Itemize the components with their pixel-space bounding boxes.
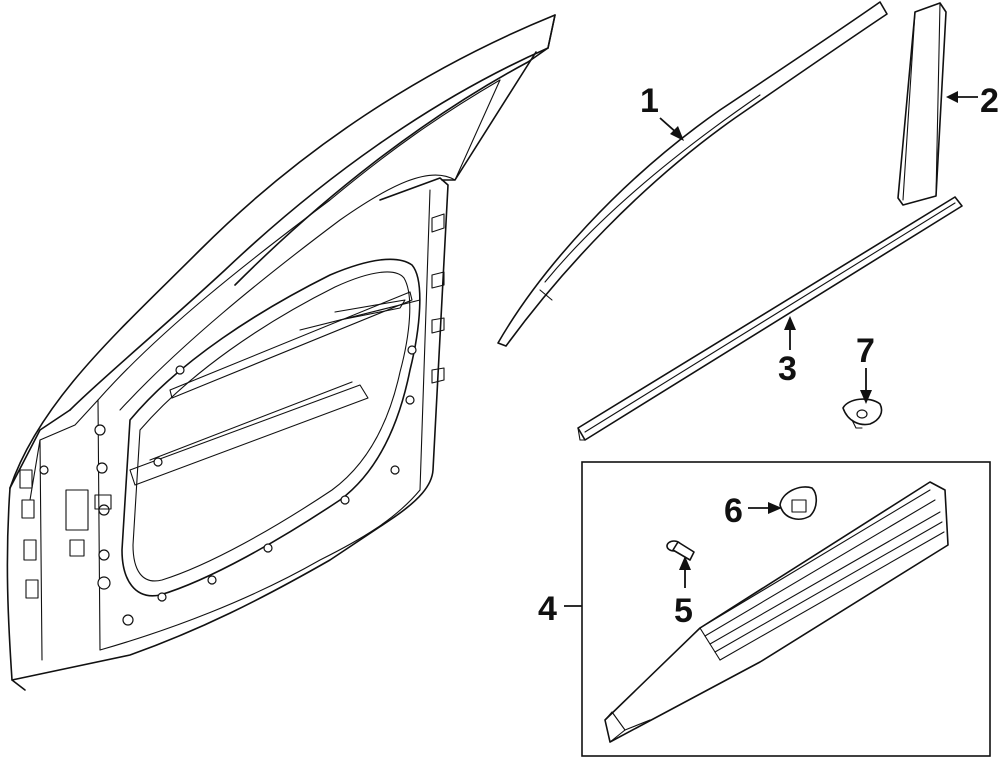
callout-7-number: 7 — [856, 332, 875, 370]
callout-6-number: 6 — [724, 492, 743, 530]
part-7-clip — [842, 398, 883, 429]
callout-1: 1 — [640, 82, 684, 141]
callout-7: 7 — [856, 332, 875, 404]
callout-6: 6 — [724, 492, 782, 530]
callout-2: 2 — [946, 82, 999, 120]
callout-3-number: 3 — [778, 350, 797, 388]
part-1-upper-molding — [497, 1, 888, 347]
callout-3: 3 — [778, 316, 797, 388]
part-4-group-box — [581, 461, 991, 757]
callout-2-number: 2 — [980, 82, 999, 120]
part-4-side-molding — [604, 481, 949, 743]
callout-5-number: 5 — [674, 592, 693, 630]
part-3-belt-molding — [577, 196, 963, 441]
part-6-clip — [779, 486, 818, 520]
callout-4: 4 — [538, 590, 582, 628]
callout-5: 5 — [674, 556, 693, 630]
part-5-pin — [666, 540, 695, 561]
callout-4-number: 4 — [538, 590, 557, 628]
callout-1-number: 1 — [640, 82, 659, 120]
part-2-pillar-applique — [897, 2, 947, 206]
door-shell — [6, 14, 556, 691]
